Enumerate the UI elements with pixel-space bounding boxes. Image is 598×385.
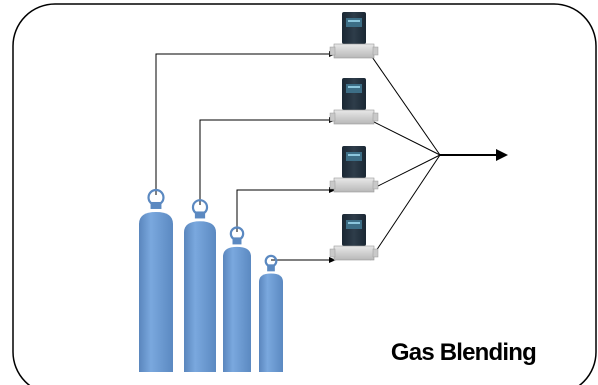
gas-cylinder	[223, 226, 251, 372]
gas-cylinder	[259, 254, 283, 372]
diagram-frame	[12, 3, 597, 385]
mass-flow-controller	[329, 12, 379, 59]
supply-lines	[155, 53, 330, 261]
outlet-line-4	[369, 154, 441, 261]
mass-flow-controller	[329, 146, 379, 193]
outlet-line-1	[369, 53, 441, 156]
outlet-lines	[369, 53, 441, 261]
gas-cylinder	[139, 188, 173, 372]
mass-flow-controller	[329, 78, 379, 125]
outlet-line-2	[369, 119, 441, 156]
mass-flow-controller	[329, 214, 379, 261]
outlet-line-3	[369, 154, 441, 191]
gas-cylinders	[139, 188, 283, 372]
gas-cylinder	[184, 199, 216, 372]
diagram-caption: Gas Blending	[390, 339, 537, 366]
supply-line-3	[236, 189, 330, 232]
supply-line-1	[155, 53, 330, 195]
blend-output-arrow	[440, 149, 508, 161]
mass-flow-controllers	[329, 12, 379, 261]
arrowhead-4	[329, 257, 336, 263]
supply-line-2	[199, 119, 330, 205]
